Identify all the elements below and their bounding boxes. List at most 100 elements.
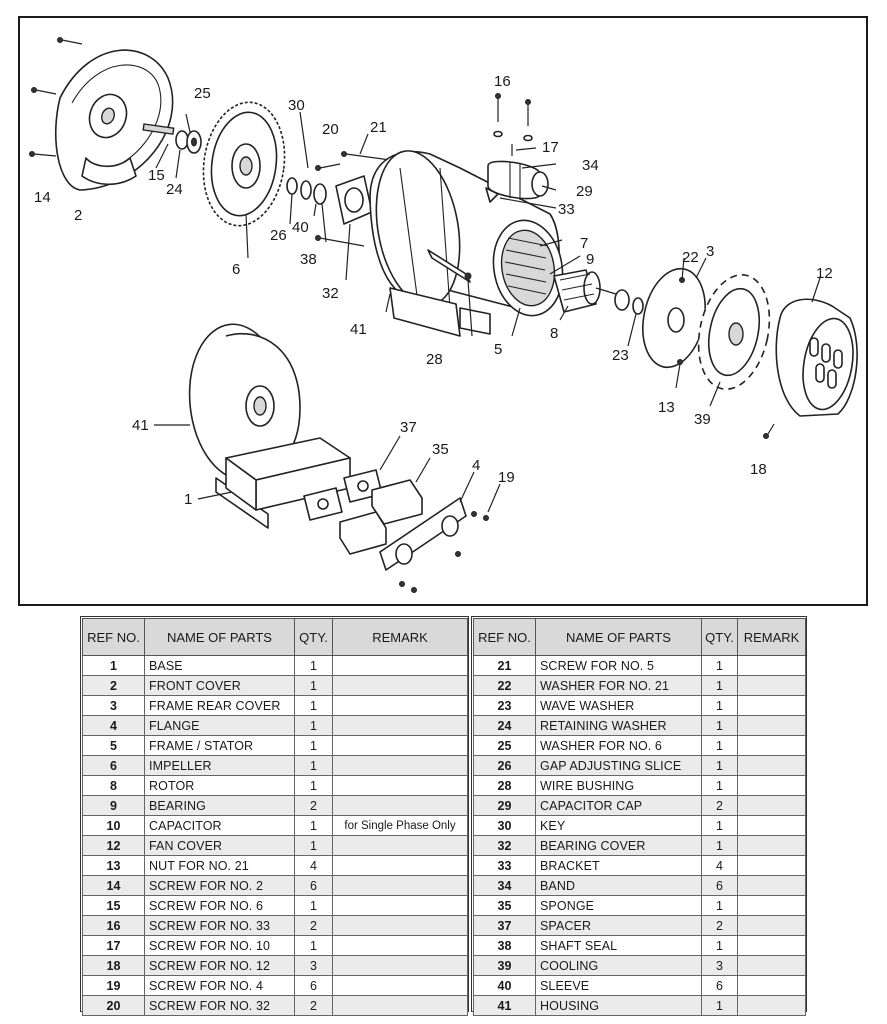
qty-cell: 1 <box>294 735 333 756</box>
callout: 41 <box>132 417 149 434</box>
ref-no-cell: 6 <box>82 755 145 776</box>
part-name-cell: WIRE BUSHING <box>535 775 702 796</box>
qty-cell: 1 <box>701 895 738 916</box>
qty-cell: 4 <box>294 855 333 876</box>
callout: 6 <box>232 261 240 278</box>
remark-cell <box>332 775 468 796</box>
bearing-cover-part <box>335 175 373 225</box>
part-name-cell: SLEEVE <box>535 975 702 996</box>
callout: 33 <box>558 201 575 218</box>
part-name-cell: FRAME / STATOR <box>144 735 295 756</box>
ref-no-cell: 18 <box>82 955 145 976</box>
ref-no-cell: 41 <box>473 995 536 1016</box>
remark-cell <box>332 795 468 816</box>
part-name-cell: NUT FOR NO. 21 <box>144 855 295 876</box>
qty-cell: 2 <box>294 995 333 1016</box>
part-name-cell: BRACKET <box>535 855 702 876</box>
callout: 21 <box>370 119 387 136</box>
callout: 20 <box>322 121 339 138</box>
part-name-cell: SCREW FOR NO. 32 <box>144 995 295 1016</box>
part-name-cell: BASE <box>144 655 295 676</box>
qty-cell: 1 <box>701 695 738 716</box>
header-remark: REMARK <box>737 618 806 656</box>
qty-cell: 1 <box>701 815 738 836</box>
remark-cell <box>737 895 806 916</box>
ref-no-cell: 12 <box>82 835 145 856</box>
qty-cell: 4 <box>701 855 738 876</box>
ref-no-cell: 5 <box>82 735 145 756</box>
remark-cell <box>737 975 806 996</box>
qty-cell: 1 <box>701 755 738 776</box>
remark-cell <box>332 755 468 776</box>
exploded-view-drawing: 16 25 30 20 21 17 34 29 33 15 24 14 2 26… <box>29 37 858 593</box>
remark-cell <box>737 775 806 796</box>
remark-cell <box>332 695 468 716</box>
callout: 30 <box>288 97 305 114</box>
qty-cell: 1 <box>294 715 333 736</box>
qty-cell: 2 <box>294 795 333 816</box>
cooling-fan-part <box>697 274 771 390</box>
header-ref-no: REF NO. <box>82 618 145 656</box>
ref-no-cell: 37 <box>473 915 536 936</box>
qty-cell: 1 <box>701 735 738 756</box>
qty-cell: 1 <box>701 935 738 956</box>
callout: 14 <box>34 189 51 206</box>
ref-no-cell: 28 <box>473 775 536 796</box>
header-qty: QTY. <box>701 618 738 656</box>
remark-cell <box>737 715 806 736</box>
qty-cell: 1 <box>701 675 738 696</box>
remark-cell <box>332 655 468 676</box>
front-cover-screws <box>29 37 83 157</box>
housing-lower-part <box>188 323 301 481</box>
ref-no-cell: 25 <box>473 735 536 756</box>
part-name-cell: FLANGE <box>144 715 295 736</box>
remark-cell <box>332 715 468 736</box>
remark-cell <box>332 895 468 916</box>
frame-rear-cover-part <box>642 267 706 369</box>
qty-cell: 6 <box>294 975 333 996</box>
part-name-cell: HOUSING <box>535 995 702 1016</box>
remark-cell <box>737 695 806 716</box>
motor-housing-part <box>369 150 564 337</box>
part-name-cell: SPONGE <box>535 895 702 916</box>
callout: 39 <box>694 411 711 428</box>
qty-cell: 1 <box>701 775 738 796</box>
header-ref-no: REF NO. <box>473 618 536 656</box>
remark-cell <box>737 955 806 976</box>
remark-cell: for Single Phase Only <box>332 815 468 836</box>
qty-cell: 1 <box>294 935 333 956</box>
housing-screws <box>315 151 391 247</box>
part-name-cell: BEARING COVER <box>535 835 702 856</box>
impeller-part <box>202 101 286 227</box>
callout: 2 <box>74 207 82 224</box>
part-name-cell: ROTOR <box>144 775 295 796</box>
ref-no-cell: 22 <box>473 675 536 696</box>
part-name-cell: WASHER FOR NO. 6 <box>535 735 702 756</box>
callout: 19 <box>498 469 515 486</box>
remark-cell <box>737 855 806 876</box>
callout: 28 <box>426 351 443 368</box>
ref-no-cell: 19 <box>82 975 145 996</box>
ref-no-cell: 34 <box>473 875 536 896</box>
callout: 26 <box>270 227 287 244</box>
callout-leaders <box>154 111 821 513</box>
front-cover-part <box>54 49 174 191</box>
qty-cell: 3 <box>701 955 738 976</box>
